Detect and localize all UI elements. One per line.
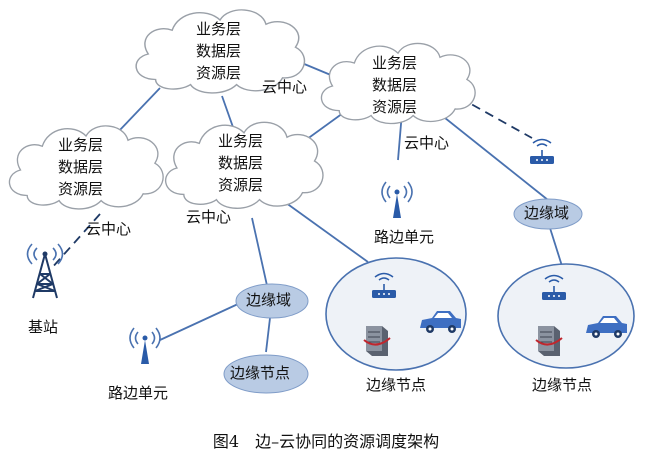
edge-domain-label-mid: 边缘域	[246, 291, 292, 309]
cloud-top-layer-data: 数据层	[196, 42, 242, 60]
link-center-edge-domain-mid	[251, 217, 269, 291]
cloud-right-layer-data: 数据层	[372, 76, 418, 94]
base-station-label: 基站	[28, 318, 59, 336]
antenna-icon	[129, 327, 161, 365]
edge-node-label-mid-ellipse: 边缘节点	[230, 364, 291, 382]
base-station-tower-icon	[26, 243, 64, 299]
edge-node-label-circle-right: 边缘节点	[532, 376, 593, 394]
cloud-center-label-top: 云中心	[262, 78, 308, 96]
cloud-left-layer-data: 数据层	[58, 158, 104, 176]
cloud-center-layer-resource: 资源层	[218, 176, 264, 194]
cloud-center-layer-business: 业务层	[218, 132, 264, 150]
figure-caption: 图4 边–云协同的资源调度架构	[212, 432, 440, 451]
edge-domain-mid-ellipse	[235, 283, 309, 319]
antenna-icon	[381, 181, 413, 219]
link-edge-domain-right-circle	[549, 227, 563, 267]
cloud-left-layer-resource: 资源层	[58, 180, 104, 198]
edge-node-label-circle-mid: 边缘节点	[366, 376, 427, 394]
link-top-center	[221, 95, 235, 131]
edge-node-circle-right	[497, 263, 635, 369]
dashed-link-base-station	[49, 213, 101, 271]
router-icon	[529, 138, 555, 165]
server-icon	[535, 325, 563, 357]
link-edge-domain-mid-node	[265, 317, 271, 353]
roadside-unit-label-low: 路边单元	[108, 384, 169, 402]
link-center-circle-mid	[281, 199, 369, 263]
edge-node-circle-mid	[325, 257, 467, 371]
link-right-edge-domain	[434, 109, 549, 201]
link-edge-domain-mid-rsu	[159, 303, 239, 341]
cloud-center-label-right: 云中心	[404, 134, 450, 152]
cloud-center-layer-data: 数据层	[218, 154, 264, 172]
edge-node-mid-ellipse	[223, 354, 309, 394]
cloud-right-layer-business: 业务层	[372, 54, 418, 72]
cloud-center-label-middle: 云中心	[186, 208, 232, 226]
cloud-top-layer-resource: 资源层	[196, 64, 242, 82]
server-icon	[363, 325, 391, 357]
cloud-top-layer-business: 业务层	[196, 20, 242, 38]
edge-domain-label-right: 边缘域	[524, 204, 570, 222]
cloud-center-label-left: 云中心	[86, 220, 132, 238]
edge-domain-right-ellipse	[513, 198, 583, 230]
cloud-left-layer-business: 业务层	[58, 136, 104, 154]
link-top-left	[117, 87, 161, 133]
roadside-unit-label-mid: 路边单元	[374, 228, 435, 246]
cloud-right-layer-resource: 资源层	[372, 98, 418, 116]
